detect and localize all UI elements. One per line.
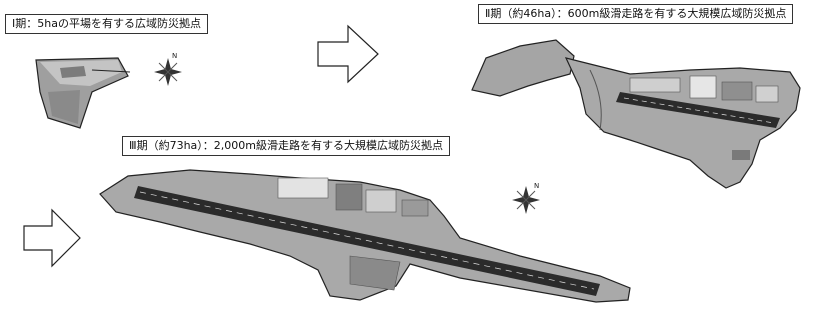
- phase1-label: Ⅰ期：5haの平場を有する広域防災拠点: [5, 14, 208, 34]
- arrow-right-icon: [317, 24, 379, 84]
- phase3-label: Ⅲ期（約73ha）：2,000m級滑走路を有する大規模広域防災拠点: [122, 136, 450, 156]
- svg-text:N: N: [534, 182, 539, 190]
- phase1-site-image: [35, 57, 131, 129]
- phase2-label: Ⅱ期（約46ha）：600m級滑走路を有する大規模広域防災拠点: [478, 4, 794, 24]
- svg-text:N: N: [172, 52, 177, 60]
- phase3-site-image: [99, 169, 631, 303]
- compass-rose-icon: N: [512, 182, 540, 214]
- compass-rose-icon: N: [154, 52, 182, 86]
- arrow-right-icon: [23, 208, 81, 268]
- phase2-site-image: [471, 39, 801, 189]
